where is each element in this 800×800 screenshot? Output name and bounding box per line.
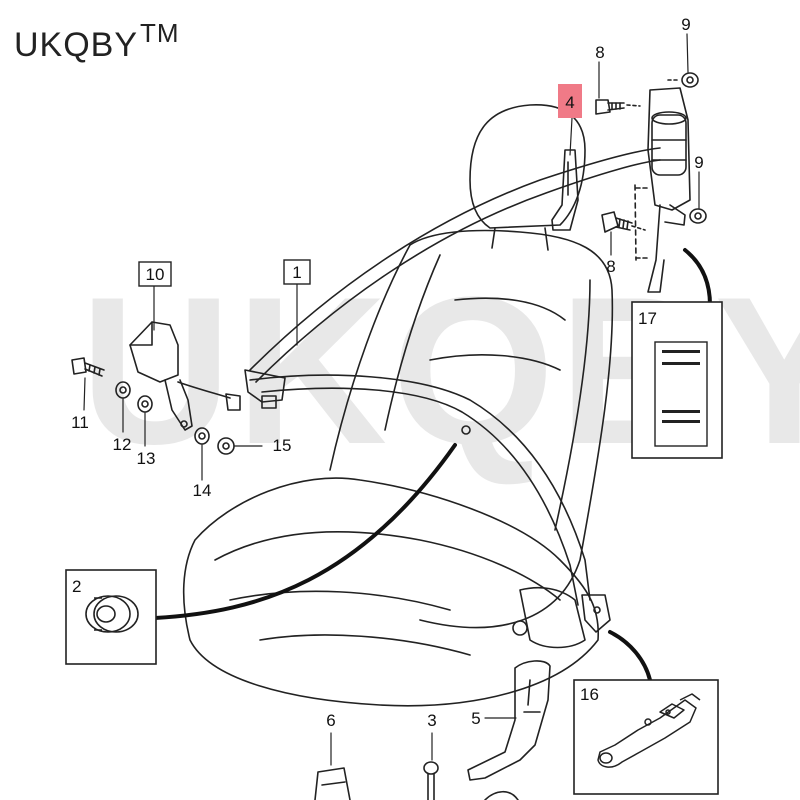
connector-6 xyxy=(314,767,351,800)
washer-9-lower xyxy=(689,208,707,224)
washer-13 xyxy=(137,395,153,413)
callout-2: 2 xyxy=(72,577,81,596)
bolt-11 xyxy=(71,357,105,377)
callout-1: 1 xyxy=(292,263,301,282)
inset-17 xyxy=(631,301,723,459)
callout-arrows xyxy=(153,248,712,682)
washer-14 xyxy=(194,427,210,445)
callout-11: 11 xyxy=(71,413,89,432)
callout-17: 17 xyxy=(638,309,657,328)
label-box-1 xyxy=(283,259,311,285)
callout-10: 10 xyxy=(146,265,165,284)
callout-8-upper: 8 xyxy=(595,43,604,62)
bolt-3 xyxy=(423,761,439,800)
seat-drawing xyxy=(182,104,614,707)
callout-9-lower: 9 xyxy=(694,153,703,172)
inset-2 xyxy=(65,569,157,665)
washer-9-upper xyxy=(667,72,699,88)
callout-12: 12 xyxy=(113,435,132,454)
buckle-cover-5 xyxy=(467,660,551,800)
callout-labels: 4 1 10 8 9 9 8 11 12 13 14 15 2 17 16 6 … xyxy=(71,15,704,730)
bolt-8-lower xyxy=(601,211,646,233)
leader-lines xyxy=(83,33,700,766)
callout-4: 4 xyxy=(565,93,574,112)
callout-6: 6 xyxy=(326,711,335,730)
washer-15 xyxy=(217,437,235,455)
callout-3: 3 xyxy=(427,711,436,730)
belt-guide-part xyxy=(551,149,579,231)
washer-12 xyxy=(115,381,131,399)
label-box-10 xyxy=(138,261,172,287)
callout-13: 13 xyxy=(137,449,156,468)
inset-16 xyxy=(573,679,719,795)
callout-15: 15 xyxy=(273,436,292,455)
callout-14: 14 xyxy=(193,481,212,500)
buckle-assembly xyxy=(129,321,241,431)
highlight-box-4 xyxy=(558,84,582,118)
seat-belt-webbing xyxy=(244,147,661,633)
callout-5: 5 xyxy=(471,709,480,728)
brand-logo: UKQBYTM xyxy=(14,18,180,64)
callout-9-upper: 9 xyxy=(681,15,690,34)
callout-16: 16 xyxy=(580,685,599,704)
callout-8-lower: 8 xyxy=(606,257,615,276)
bolt-8-upper xyxy=(595,99,641,115)
retractor-assembly xyxy=(634,87,691,293)
